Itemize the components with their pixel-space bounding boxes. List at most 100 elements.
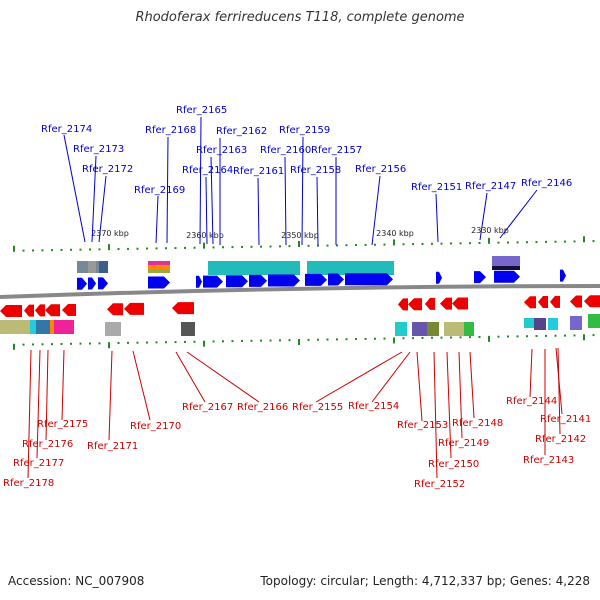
gene-label: Rfer_2170 xyxy=(130,421,181,432)
gene-label: Rfer_2156 xyxy=(355,164,406,175)
leader-line xyxy=(108,350,113,441)
gene-arrow-reverse xyxy=(408,298,422,311)
gene-label: Rfer_2153 xyxy=(397,420,448,431)
gene-arrow-forward xyxy=(88,277,96,290)
gene-label: Rfer_2167 xyxy=(182,402,233,413)
gene-label: Rfer_2176 xyxy=(22,439,73,450)
feature-block xyxy=(148,269,170,273)
gene-label: Rfer_2177 xyxy=(13,458,64,469)
gene-arrow-forward xyxy=(77,277,87,290)
gene-label: Rfer_2147 xyxy=(465,181,516,192)
gene-label: Rfer_2141 xyxy=(540,414,591,425)
reverse-leader-lines xyxy=(27,347,563,479)
page-title: Rhodoferax ferrireducens T118, complete … xyxy=(135,10,465,25)
gene-label: Rfer_2178 xyxy=(3,478,54,489)
gene-label: Rfer_2143 xyxy=(523,455,574,466)
gene-arrow-forward xyxy=(436,271,442,284)
feature-block xyxy=(492,266,520,270)
feature-block xyxy=(307,261,394,275)
gene-arrow-reverse xyxy=(452,297,468,310)
feature-block xyxy=(412,322,427,336)
leader-line xyxy=(458,351,463,439)
forward-genes xyxy=(77,269,566,290)
leader-line xyxy=(36,349,41,459)
leader-line xyxy=(91,155,97,243)
leader-line xyxy=(166,136,169,244)
gene-arrow-forward xyxy=(226,275,248,288)
gene-label: Rfer_2159 xyxy=(279,125,330,136)
kbp-label: 2370 kbp xyxy=(91,229,129,238)
feature-block xyxy=(50,320,54,334)
ticks-bottom xyxy=(13,334,595,350)
gene-arrow-reverse xyxy=(45,304,60,317)
gene-arrow-forward xyxy=(345,273,393,286)
kbp-label: 2350 kbp xyxy=(281,231,319,240)
leader-line xyxy=(199,116,202,245)
gene-arrow-reverse xyxy=(124,302,144,315)
feature-block xyxy=(464,322,474,336)
gene-label: Rfer_2151 xyxy=(411,182,462,193)
feature-block xyxy=(105,322,121,336)
feature-block xyxy=(181,322,195,336)
gene-arrow-reverse xyxy=(550,295,560,308)
leader-line xyxy=(63,134,86,243)
gene-arrow-reverse xyxy=(0,305,22,317)
gene-label: Rfer_2175 xyxy=(37,419,88,430)
ticks-top xyxy=(13,236,595,252)
leader-line xyxy=(315,351,403,403)
reverse-genes xyxy=(0,295,600,317)
feature-block xyxy=(548,318,558,330)
leader-line xyxy=(371,175,381,246)
gene-arrow-reverse xyxy=(62,303,76,316)
leader-line xyxy=(433,351,438,479)
gene-label: Rfer_2168 xyxy=(145,125,196,136)
feature-block xyxy=(54,320,74,334)
gene-label: Rfer_2171 xyxy=(87,441,138,452)
leader-line xyxy=(61,349,65,421)
leader-line xyxy=(301,136,304,246)
feature-block xyxy=(88,261,96,273)
gene-label: Rfer_2149 xyxy=(438,438,489,449)
gene-arrow-reverse xyxy=(538,296,548,309)
gene-label: Rfer_2164 xyxy=(182,165,233,176)
gene-arrow-reverse xyxy=(584,295,600,308)
gene-arrow-forward xyxy=(203,275,223,288)
leader-line xyxy=(529,348,533,398)
gene-label: Rfer_2165 xyxy=(176,105,227,116)
leader-line xyxy=(257,177,260,246)
gene-arrow-forward xyxy=(560,269,566,282)
leader-line xyxy=(557,347,561,435)
leader-line xyxy=(205,176,208,245)
leader-line xyxy=(175,351,206,403)
gene-arrow-reverse xyxy=(107,303,123,316)
leader-line xyxy=(499,189,538,239)
leader-line xyxy=(186,351,260,403)
leader-line xyxy=(210,156,214,245)
gene-arrow-reverse xyxy=(24,304,34,317)
gene-label: Rfer_2162 xyxy=(216,126,267,137)
feature-block xyxy=(534,318,546,330)
gene-label: Rfer_2160 xyxy=(260,145,311,156)
gene-label: Rfer_2174 xyxy=(41,124,92,135)
gene-arrow-forward xyxy=(249,274,267,287)
gene-arrow-forward xyxy=(305,273,327,286)
leader-line xyxy=(435,193,439,243)
gene-label: Rfer_2157 xyxy=(311,145,362,156)
kbp-label: 2330 kbp xyxy=(471,226,509,235)
gene-arrow-reverse xyxy=(398,298,408,311)
forward-gene-labels: Rfer_2174 Rfer_2173 Rfer_2172 Rfer_2169 … xyxy=(41,105,572,196)
forward-features xyxy=(77,256,520,275)
forward-leader-lines xyxy=(63,116,538,246)
feature-block xyxy=(148,261,170,265)
genome-summary-text: Topology: circular; Length: 4,712,337 bp… xyxy=(260,574,590,588)
gene-arrow-reverse xyxy=(172,302,194,315)
genome-backbone xyxy=(0,284,600,299)
gene-label: Rfer_2152 xyxy=(414,479,465,490)
gene-arrow-forward xyxy=(148,276,170,289)
gene-arrow-forward xyxy=(328,273,344,286)
feature-block xyxy=(0,320,30,334)
gene-arrow-forward xyxy=(98,277,108,290)
gene-label: Rfer_2155 xyxy=(292,402,343,413)
leader-line xyxy=(316,176,319,246)
gene-label: Rfer_2144 xyxy=(506,396,557,407)
